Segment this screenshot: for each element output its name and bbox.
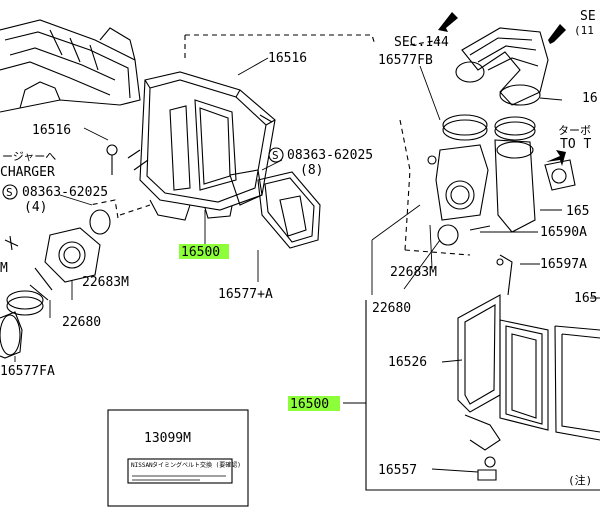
label-box-number: 13099M	[144, 431, 191, 446]
right-dashed-outline	[399, 39, 471, 256]
callout-16590A: 16590A	[540, 225, 587, 240]
arrow-icon	[438, 12, 458, 32]
callout-16500-lower: 16500	[290, 397, 329, 412]
callout-sec-right-sub: (11	[574, 24, 594, 37]
duct-16577A-drawing	[229, 169, 321, 249]
callout-sec-144: SEC.144	[394, 35, 449, 50]
bolt-s-mid-symbol: S	[272, 149, 279, 162]
callout-22680-left: 22680	[62, 315, 101, 330]
callout-to-t: TO T	[560, 137, 591, 152]
callout-16577FA: 16577FA	[0, 364, 55, 379]
callout-165-far-right: 165	[574, 291, 597, 306]
callout-16516-top: 16516	[268, 51, 307, 66]
callout-qty-4: (4)	[24, 200, 47, 215]
air-cleaner-lower-exploded	[457, 254, 600, 481]
air-cleaner-housing-upper	[127, 71, 276, 221]
callout-16516-left: 16516	[32, 123, 71, 138]
arrow-icon	[546, 150, 566, 166]
callout-qty-8: (8)	[300, 163, 323, 178]
callout-08363-mid: 08363-62025	[287, 148, 373, 163]
callout-16557: 16557	[378, 463, 417, 478]
bolt-s-left-symbol: S	[6, 186, 13, 199]
callout-22683M-left: 22683M	[82, 275, 129, 290]
label-box-13099M	[107, 409, 249, 507]
bolt-s-circle-mid	[268, 147, 284, 163]
callout-m-edge: M	[0, 261, 8, 276]
callout-charger-jp: ージャーへ	[2, 150, 56, 163]
callout-sec-right: SE	[580, 9, 596, 24]
left-maf-assembly	[0, 144, 118, 359]
callout-16597A: 16597A	[540, 257, 587, 272]
direction-arrows	[438, 12, 566, 166]
callout-165-right: 165	[566, 204, 589, 219]
label-sticker-brand: NISSAN	[131, 462, 153, 469]
callout-note-jp: (注)	[568, 473, 592, 487]
callout-16526: 16526	[388, 355, 427, 370]
callout-22683M-right: 22683M	[390, 265, 437, 280]
callout-charger-en: CHARGER	[0, 165, 55, 180]
callout-turbo-jp: ターボ	[558, 124, 591, 137]
bracket-16500-lower	[365, 300, 600, 491]
callout-16577FB: 16577FB	[378, 53, 433, 68]
right-hose-assembly	[427, 27, 576, 246]
bolt-s-circle-left	[2, 184, 18, 200]
callout-16500-center: 16500	[181, 245, 220, 260]
label-sticker	[127, 458, 233, 484]
callout-16577A: 16577+A	[218, 287, 273, 302]
highlight-16500-lower	[288, 396, 340, 411]
intake-duct-drawing	[0, 19, 141, 113]
callout-16-right-top: 16	[582, 91, 598, 106]
label-sticker-text: タイミングベルト交換 (要確認)	[152, 461, 241, 469]
housing-dashed-outline	[89, 34, 376, 219]
callout-08363-left: 08363-62025	[22, 185, 108, 200]
callout-22680-right: 22680	[372, 301, 411, 316]
highlight-16500-center	[179, 244, 229, 259]
leader-lines	[14, 57, 600, 473]
arrow-icon	[548, 24, 566, 44]
